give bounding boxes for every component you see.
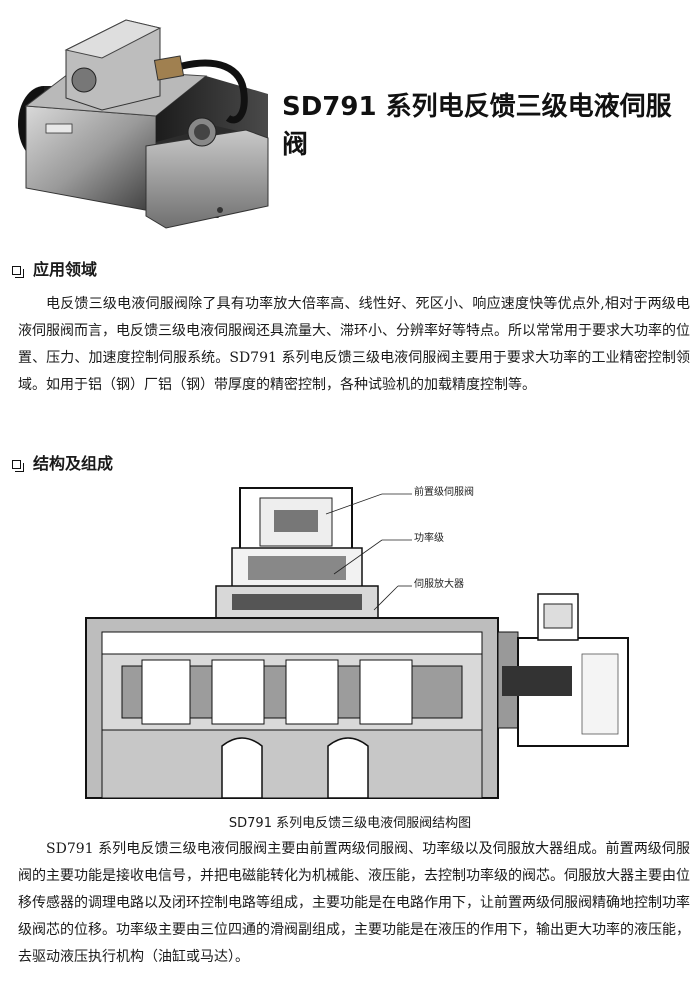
structure-diagram bbox=[85, 487, 629, 799]
section-heading-label: 应用领域 bbox=[33, 260, 98, 279]
label-power-stage: 功率级 bbox=[414, 533, 444, 544]
structure-paragraph: SD791 系列电反馈三级电液伺服阀主要由前置两级伺服阀、功率级以及伺服放大器组… bbox=[18, 841, 690, 965]
product-photo bbox=[18, 19, 269, 229]
label-servo-amplifier: 伺服放大器 bbox=[414, 579, 464, 590]
checkbox-square-icon bbox=[12, 459, 24, 472]
page-title: SD791 系列电反馈三级电液伺服阀 bbox=[282, 92, 672, 160]
label-pilot-valve: 前置级伺服阀 bbox=[414, 487, 474, 498]
section-heading-application: 应用领域 bbox=[12, 258, 97, 282]
diagram-caption: SD791 系列电反馈三级电液伺服阀结构图 bbox=[228, 816, 472, 831]
checkbox-square-icon bbox=[12, 265, 24, 278]
section-heading-label: 结构及组成 bbox=[33, 454, 114, 473]
section-heading-structure: 结构及组成 bbox=[12, 452, 113, 476]
application-paragraph: 电反馈三级电液伺服阀除了具有功率放大倍率高、线性好、死区小、响应速度快等优点外,… bbox=[18, 296, 690, 393]
